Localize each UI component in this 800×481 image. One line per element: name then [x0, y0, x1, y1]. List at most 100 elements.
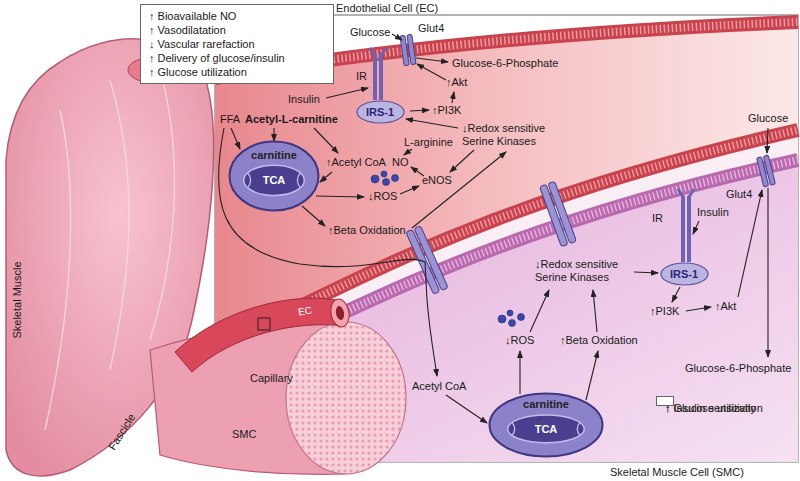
pathway-arrow — [686, 307, 711, 311]
pathway-arrow — [693, 221, 699, 234]
kinase-label: ↓Redox sensitive Serine Kinases — [462, 122, 558, 148]
molecule-label: Insulin — [288, 93, 320, 106]
pathway-arrow — [519, 351, 520, 394]
muscle-fibre — [45, 110, 71, 430]
pathway-arrow — [316, 196, 364, 197]
transporter — [406, 226, 448, 295]
mito-text: TCA — [488, 422, 604, 436]
irs1-protein: IRS-1 — [660, 262, 709, 286]
mitochondrion: carnitineTCA — [488, 392, 604, 458]
pathway-arrow — [767, 188, 768, 357]
transporter-part — [414, 226, 448, 291]
protein-name: IRS-1 — [366, 105, 394, 119]
ros-dot — [383, 179, 390, 186]
mito-text: TCA — [228, 173, 320, 187]
pathway-arrow — [450, 150, 474, 172]
mito-text: carnitine — [228, 148, 320, 162]
effect-box: ↑ Bioavailable NO↑ Vasodilatation↓ Vascu… — [140, 4, 334, 84]
muscle-fibre — [110, 80, 129, 370]
enzyme-label: eNOS — [422, 174, 452, 187]
outcome-text: ↑ Insulin sensitivity — [665, 401, 756, 415]
pathway-arrow — [302, 206, 325, 226]
transporter — [540, 181, 577, 247]
molecule-label: Glucose — [748, 112, 788, 125]
molecule-label: ↓ROS — [368, 190, 397, 203]
pathway-arrow — [452, 92, 454, 103]
irs1-protein: IRS-1 — [356, 100, 405, 124]
pathway-arrow — [392, 34, 402, 40]
transporter-part — [407, 34, 416, 64]
ros-dot — [498, 315, 506, 323]
process-label: ↑Beta Oxidation — [328, 224, 406, 237]
transporter-part — [763, 155, 775, 185]
effect-text: ↑ Vasodilatation — [149, 23, 325, 37]
pathway-arrow — [672, 287, 680, 302]
receptor-arm — [370, 48, 386, 55]
pathway-arrow — [586, 351, 598, 400]
outcome-box: ↑ Glucose utilization↑ Insulin sensitivi… — [656, 396, 674, 406]
muscle-fibre — [150, 70, 174, 340]
pathway-arrow — [634, 272, 658, 273]
transporter-label: Glut4 — [726, 188, 752, 201]
tissue-label: SMC — [232, 428, 256, 441]
effect-text: ↑ Delivery of glucose/insulin — [149, 51, 325, 65]
molecule-label: Glucose — [350, 26, 390, 39]
glut4-transporter — [400, 34, 416, 65]
ros-dot — [392, 175, 399, 182]
kinase-label: ↑PI3K — [432, 104, 461, 117]
pathway-arrow — [530, 290, 549, 332]
pathway-arrow — [593, 290, 597, 332]
tissue-label: Skeletal Muscle — [11, 261, 24, 338]
kinase-label: ↑Akt — [715, 300, 736, 313]
pathway-arrow — [412, 152, 506, 228]
pathway-arrow — [314, 128, 338, 153]
receptor-stem — [687, 196, 691, 262]
pathway-arrow — [738, 190, 762, 297]
pathway-arrow — [326, 88, 368, 98]
cell-heading: Skeletal Muscle Cell (SMC) — [610, 465, 744, 479]
pathway-arrow — [410, 110, 429, 111]
tissue-label: Capillary — [250, 372, 293, 385]
glut4-transporter — [757, 155, 776, 187]
ros-dot — [509, 320, 516, 327]
receptor-stem — [373, 54, 377, 100]
capillary-lumen — [335, 305, 345, 320]
pathway-arrow — [417, 64, 446, 80]
pathway-arrow — [273, 128, 274, 141]
effect-text: ↓ Vascular rarefaction — [149, 37, 325, 51]
protein-name: IRS-1 — [670, 267, 698, 281]
molecule-label: ↑Acetyl CoA — [326, 156, 386, 169]
mitochondrion: carnitineTCA — [228, 140, 320, 212]
fascicle-end — [286, 322, 406, 474]
tissue-label: Fascicle — [106, 411, 138, 452]
kinase-label: ↓Redox sensitive Serine Kinases — [535, 258, 631, 284]
drug-label: Acetyl-L-carnitine — [245, 113, 338, 126]
protein-oval-outline — [661, 263, 708, 285]
pathway-arrow — [416, 58, 448, 62]
insulin-receptor — [678, 189, 694, 262]
molecule-label: Glucose-6-Phosphate — [685, 362, 791, 375]
ros-dot — [371, 175, 379, 183]
receptor-arm — [678, 189, 694, 197]
mito-text: carnitine — [488, 397, 604, 411]
molecule-label: NO — [392, 156, 409, 169]
molecule-label: Glucose-6-Phosphate — [452, 57, 558, 70]
effect-text: ↑ Glucose utilization — [149, 65, 325, 79]
pathway-arrow — [767, 128, 768, 153]
receptor-stem — [379, 54, 383, 100]
pathway-arrow — [406, 119, 458, 128]
molecule-label: FFA — [220, 113, 240, 126]
effect-text: ↑ Bioavailable NO — [149, 9, 325, 23]
kinase-label: ↑PI3K — [650, 305, 679, 318]
receptor-label: IR — [652, 212, 663, 225]
receptor-stem — [681, 196, 685, 262]
receptor-label: IR — [356, 70, 367, 83]
pathway-arrow — [404, 149, 412, 155]
tissue-label: EC — [297, 303, 313, 318]
transporter-part — [548, 181, 576, 244]
kinase-label: ↑Akt — [446, 76, 467, 89]
capillary-tube — [175, 298, 344, 372]
molecule-label: L-arginine — [404, 136, 453, 149]
molecule-label: Acetyl CoA — [412, 380, 466, 393]
